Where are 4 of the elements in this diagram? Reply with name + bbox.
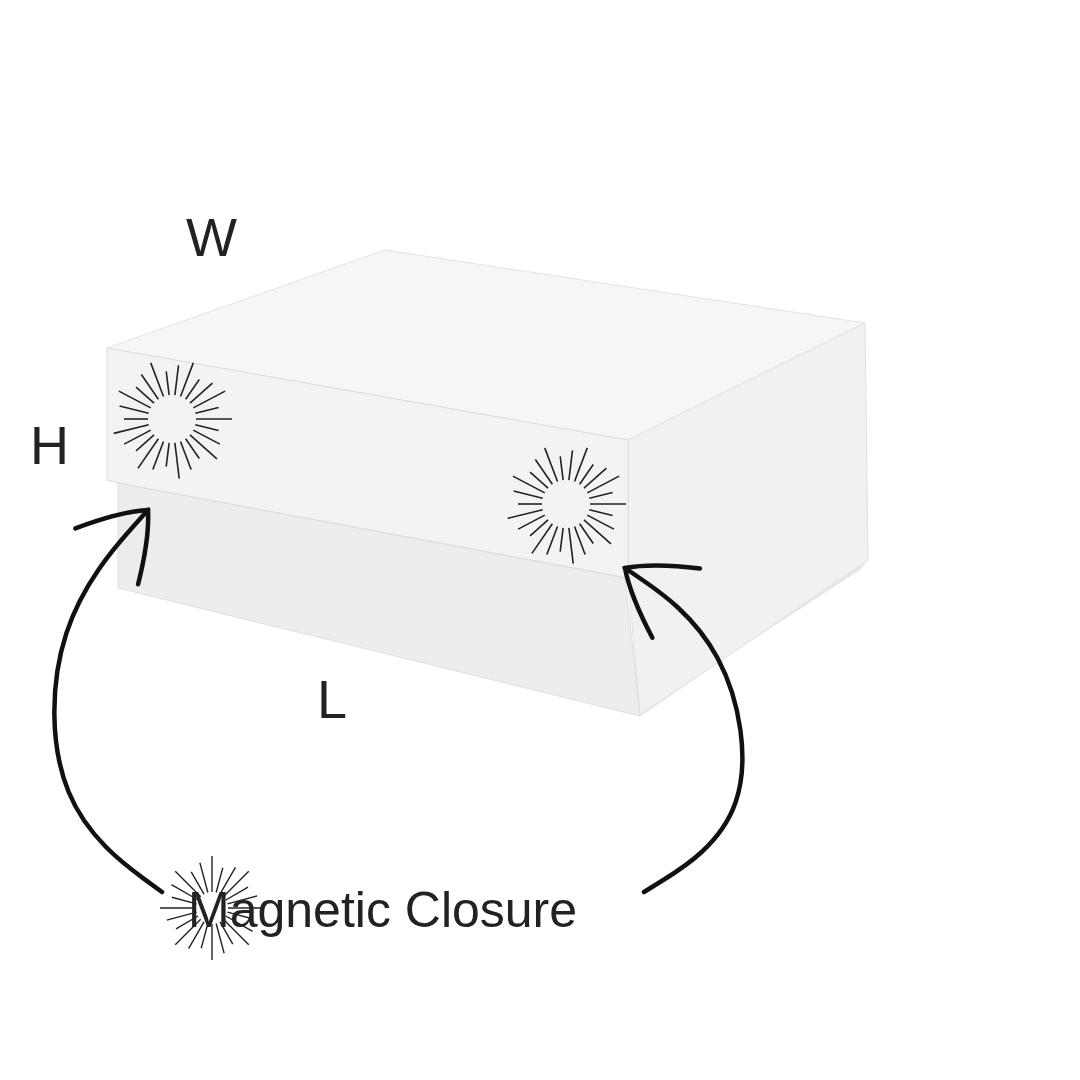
- callout-text: Magnetic Closure: [188, 881, 579, 940]
- dimension-label: L: [317, 672, 348, 726]
- dimension-label: H: [30, 418, 69, 472]
- dimension-label: W: [186, 210, 237, 264]
